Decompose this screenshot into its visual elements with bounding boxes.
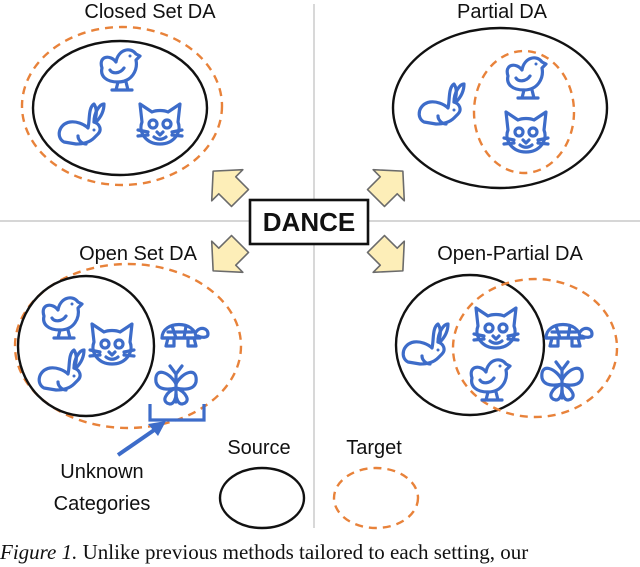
cat-icon [502,110,550,154]
target-domain-ellipse [472,49,576,175]
title-partial-da: Partial DA [457,1,548,23]
turtle-icon [160,322,210,348]
figure-caption: Figure 1. Unlike previous methods tailor… [0,540,640,565]
source-domain-ellipse [16,274,156,418]
title-open-set-da: Open Set DA [79,243,198,265]
source-domain-ellipse [394,273,546,417]
unknown-label-line2: Categories [54,493,151,515]
turtle-icon [544,322,594,348]
cat-icon [88,322,136,366]
chicken-icon [41,296,84,340]
chicken-icon [505,56,548,100]
legend-target-label: Target [346,437,402,459]
unknown-pointer-arrow-shaft [116,424,162,457]
arrow-to-open-set [196,227,257,288]
rabbit-icon [401,322,450,366]
legend-source-label: Source [227,437,290,459]
chicken-icon [99,48,142,92]
butterfly-icon [154,364,198,406]
cat-icon [136,102,184,146]
butterfly-icon [540,360,584,402]
dance-box [248,198,370,246]
arrow-to-closed-set [196,154,257,215]
chicken-icon [469,358,512,402]
unknown-pointer-arrow-head [148,421,166,436]
legend-target-ellipse [332,466,420,530]
rabbit-icon [417,82,466,126]
target-domain-ellipse [451,277,619,419]
target-domain-ellipse [20,25,224,187]
partial-group [391,26,609,190]
closed-set-group [20,25,224,187]
source-domain-ellipse [31,39,209,177]
caption-text: Unlike previous methods tailored to each… [77,540,529,564]
target-domain-ellipse [13,262,243,430]
legend-source-ellipse [218,466,306,530]
rabbit-icon [57,102,106,146]
title-closed-set-da: Closed Set DA [84,1,216,23]
dance-label: DANCE [263,207,355,237]
unknown-bracket [148,404,206,422]
source-domain-ellipse [391,26,609,190]
unknown-label-line1: Unknown [60,461,143,483]
open-set-group [13,262,243,457]
figure-number: Figure 1. [0,540,78,564]
open-partial-group [394,273,619,419]
rabbit-icon [37,348,86,392]
title-open-partial-da: Open-Partial DA [437,243,583,265]
cat-icon [472,306,520,350]
